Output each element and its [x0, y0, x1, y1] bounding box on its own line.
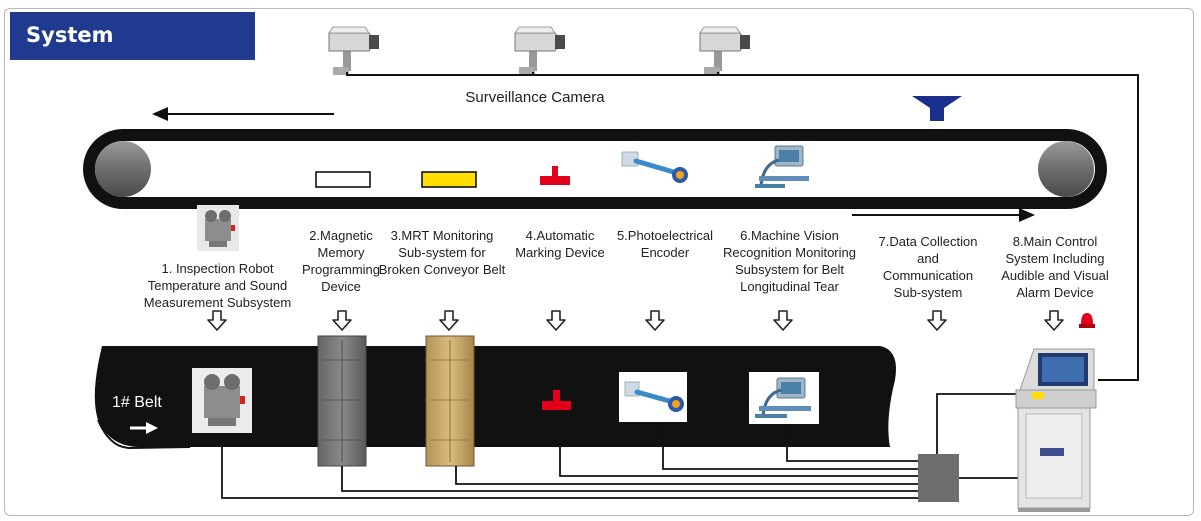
- diagram-frame: [4, 8, 1194, 516]
- magnetic-memory-device: [317, 335, 367, 467]
- belt-tag: 1# Belt: [112, 394, 162, 411]
- camera-label: Surveillance Camera: [465, 89, 605, 106]
- mrt-sensor-icon: [421, 171, 477, 188]
- hopper-icon: [912, 96, 962, 121]
- pulley-right-icon: [1038, 141, 1094, 197]
- data-collection-box: [918, 454, 959, 502]
- pulley-left-icon: [95, 141, 151, 197]
- camera-icon: [514, 26, 566, 76]
- marking-device-icon: [542, 390, 571, 410]
- inspection-robot-icon: [197, 205, 239, 251]
- component-label-6: 6.Machine Vision Recognition Monitoring …: [723, 228, 856, 294]
- vision-camera-icon: [749, 372, 819, 424]
- inspection-robot-icon: [192, 368, 252, 433]
- alarm-lamp-icon: [1079, 313, 1095, 328]
- component-label-7: 7.Data Collection and Communication Sub-…: [878, 234, 978, 300]
- mrt-sensor-device: [425, 335, 475, 467]
- down-arrow-icon: [546, 310, 566, 331]
- component-label-2: 2.Magnetic Memory Programming Device: [301, 228, 381, 294]
- belt-body: [94, 346, 897, 447]
- component-label-3: 3.MRT Monitoring Sub-system for Broken C…: [378, 228, 506, 277]
- encoder-icon: [621, 151, 688, 183]
- magnetic-device-icon: [315, 171, 371, 188]
- encoder-icon: [619, 372, 687, 422]
- down-arrow-icon: [439, 310, 459, 331]
- direction-arrow-left: [152, 107, 334, 121]
- belt-direction-arrow: [130, 422, 158, 434]
- camera-cable: [346, 72, 1139, 381]
- camera-icon: [699, 26, 751, 76]
- down-arrow-icon: [207, 310, 227, 331]
- component-label-5: 5.Photoelectrical Encoder: [616, 228, 714, 260]
- down-arrow-icon: [927, 310, 947, 331]
- vision-camera-icon: [755, 145, 809, 188]
- camera-icon: [328, 26, 380, 76]
- diagram-title: System Constitution: [10, 12, 255, 93]
- marking-device-icon: [540, 166, 570, 185]
- signal-cables: [221, 393, 1032, 499]
- down-arrow-icon: [773, 310, 793, 331]
- down-arrow-icon: [1044, 310, 1064, 331]
- down-arrow-icon: [645, 310, 665, 331]
- control-cabinet-icon: [1015, 348, 1097, 512]
- component-label-1: 1. Inspection Robot Temperature and Soun…: [143, 261, 292, 310]
- component-label-4: 4.Automatic Marking Device: [515, 228, 605, 260]
- direction-arrow-right: [852, 208, 1035, 222]
- down-arrow-icon: [332, 310, 352, 331]
- component-label-8: 8.Main Control System Including Audible …: [1001, 234, 1109, 300]
